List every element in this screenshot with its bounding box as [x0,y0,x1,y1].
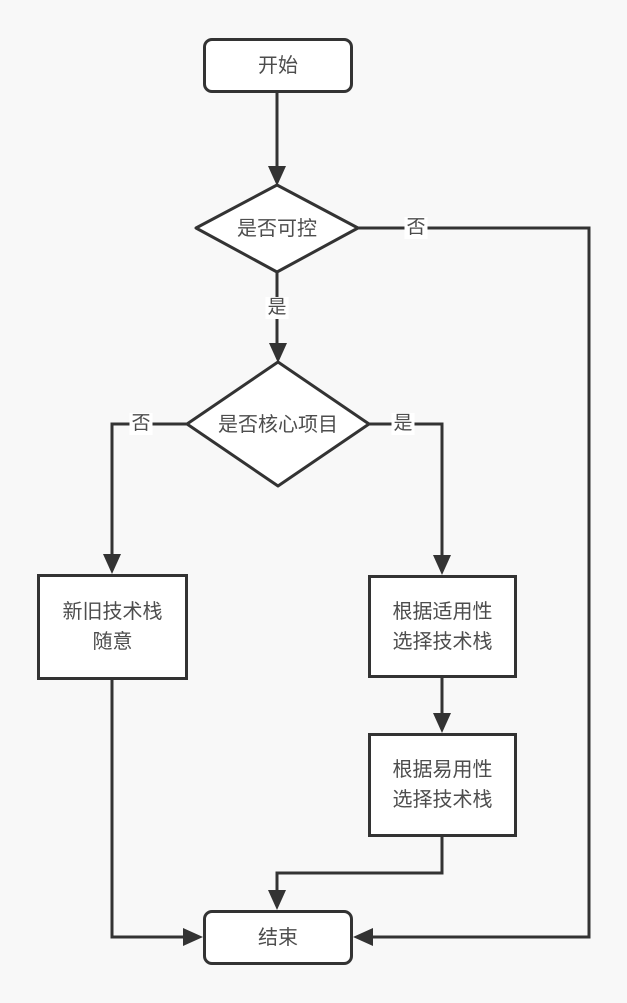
edge-label-core-yes: 是 [391,413,415,435]
arrowhead-into-end-left [183,928,203,946]
arrowhead-into-applicability [433,555,451,575]
decision-core-label: 是否核心项目 [218,414,338,436]
decision-controllable-label: 是否可控 [237,218,317,240]
arrowhead-into-core [269,343,287,363]
edge-any-stack-to-end [110,680,185,939]
arrowhead-into-ease [433,713,451,733]
arrowhead-into-any-stack [103,554,121,574]
node-start: 开始 [203,38,353,93]
arrowhead-into-controllable [268,166,286,186]
node-end: 结束 [203,910,353,965]
node-applicability: 根据适用性 选择技术栈 [368,575,517,678]
edge-controllable-no-to-end [358,226,591,939]
node-ease-of-use: 根据易用性 选择技术栈 [368,733,517,837]
decision-core-shape [185,360,371,488]
edge-ease-to-end [275,837,444,892]
edge-label-controllable-no: 否 [404,217,428,239]
edge-core-yes-to-applicability [369,422,444,557]
arrowhead-into-end-top [268,890,286,910]
edge-core-no-to-any-stack [110,422,187,556]
edge-label-controllable-yes: 是 [265,297,289,319]
decision-controllable-shape [194,183,360,274]
arrowhead-into-end-right [353,928,373,946]
node-any-stack: 新旧技术栈 随意 [37,574,188,680]
edge-label-core-no: 否 [129,413,153,435]
